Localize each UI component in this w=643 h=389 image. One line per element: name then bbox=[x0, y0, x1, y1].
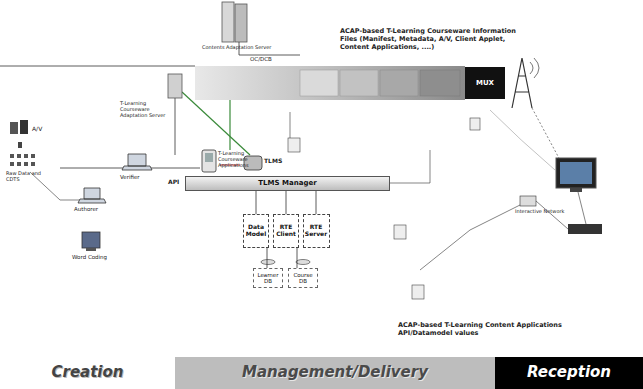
annotation-label: ACAP-based T-Learning Content Applicatio… bbox=[398, 322, 573, 338]
wire bbox=[30, 172, 85, 200]
annotation-label: Verifier bbox=[120, 174, 160, 181]
connector-line bbox=[256, 191, 257, 214]
device-icon bbox=[470, 118, 480, 130]
annotation-label: TLMS bbox=[264, 157, 294, 164]
stage-band: Management/Delivery bbox=[175, 357, 495, 389]
mux-box: MUX bbox=[465, 67, 505, 99]
wire bbox=[420, 205, 520, 270]
database-icon bbox=[261, 260, 275, 265]
node-text: Data Model bbox=[244, 224, 268, 238]
node-text: RTE Server bbox=[304, 224, 329, 238]
broadcast-band bbox=[195, 66, 465, 100]
stage-band: Creation bbox=[0, 357, 175, 389]
laptop-icon bbox=[78, 188, 106, 203]
annotation-label: T-Learning Courseware Adaptation Server bbox=[120, 100, 175, 118]
annotation-label: Raw Data and CDTS bbox=[6, 170, 46, 182]
connector-line bbox=[297, 248, 298, 268]
device-icon bbox=[394, 225, 406, 239]
monitor-stand bbox=[86, 248, 96, 251]
wire bbox=[182, 92, 250, 155]
node-text: TLMS Manager bbox=[258, 179, 316, 187]
annotation-label: OC/DCB bbox=[250, 56, 290, 63]
node-text: Creation bbox=[52, 364, 124, 381]
wire bbox=[490, 110, 555, 170]
server-icon bbox=[235, 4, 247, 42]
data-block bbox=[340, 70, 378, 96]
wire bbox=[0, 66, 195, 67]
manager-band: TLMS Manager bbox=[185, 176, 390, 191]
device-icon bbox=[412, 285, 424, 299]
av-icon bbox=[20, 120, 28, 134]
node-text: RTE Client bbox=[274, 224, 298, 238]
database-box: Learner DB bbox=[253, 268, 283, 288]
signal-waves bbox=[530, 58, 539, 78]
data-block bbox=[420, 70, 460, 96]
antenna-icon bbox=[512, 58, 532, 108]
database-icon bbox=[296, 260, 310, 265]
wire bbox=[175, 96, 176, 155]
node-text: Course DB bbox=[289, 272, 317, 285]
tv-screen bbox=[560, 162, 592, 184]
tv-stand bbox=[570, 188, 582, 192]
process-box: RTE Server bbox=[303, 214, 330, 248]
node-text: MUX bbox=[476, 79, 494, 87]
raw-data-grid bbox=[10, 154, 35, 166]
av-icon bbox=[10, 122, 18, 134]
laptop-icon bbox=[122, 154, 152, 170]
process-box: RTE Client bbox=[273, 214, 299, 248]
monitor-icon bbox=[82, 232, 100, 248]
wire bbox=[229, 100, 230, 150]
wire bbox=[532, 108, 560, 160]
device-icon bbox=[288, 138, 300, 152]
data-block bbox=[300, 70, 338, 96]
connector-line bbox=[286, 191, 287, 214]
annotation-label: A/V bbox=[32, 125, 62, 132]
server-icon bbox=[168, 74, 182, 98]
database-box: Course DB bbox=[288, 268, 318, 288]
connector-line bbox=[316, 191, 317, 214]
connector-line bbox=[267, 248, 268, 268]
settop-box-icon bbox=[568, 224, 602, 234]
annotation-label: Authorer bbox=[74, 206, 119, 213]
annotation-label: Interactive Network bbox=[515, 208, 565, 214]
pda-screen bbox=[205, 153, 213, 162]
annotation-label: Word Coding bbox=[72, 254, 122, 261]
annotation-label: API bbox=[168, 178, 184, 185]
wire bbox=[390, 150, 430, 183]
data-block bbox=[380, 70, 418, 96]
node-text: Management/Delivery bbox=[242, 364, 428, 381]
annotation-label: ACAP-based T-Learning Courseware Informa… bbox=[340, 28, 530, 51]
pda-icon bbox=[202, 150, 216, 172]
raw-data-icon bbox=[18, 142, 22, 148]
server-icon bbox=[222, 2, 234, 42]
tv-icon bbox=[556, 158, 596, 188]
annotation-label: Contents Adaptation Server bbox=[202, 44, 272, 50]
stage-band: Reception bbox=[495, 357, 643, 389]
modem-icon bbox=[520, 196, 536, 206]
process-box: Data Model bbox=[243, 214, 269, 248]
node-text: Reception bbox=[527, 364, 611, 381]
node-text: Learner DB bbox=[254, 272, 282, 285]
